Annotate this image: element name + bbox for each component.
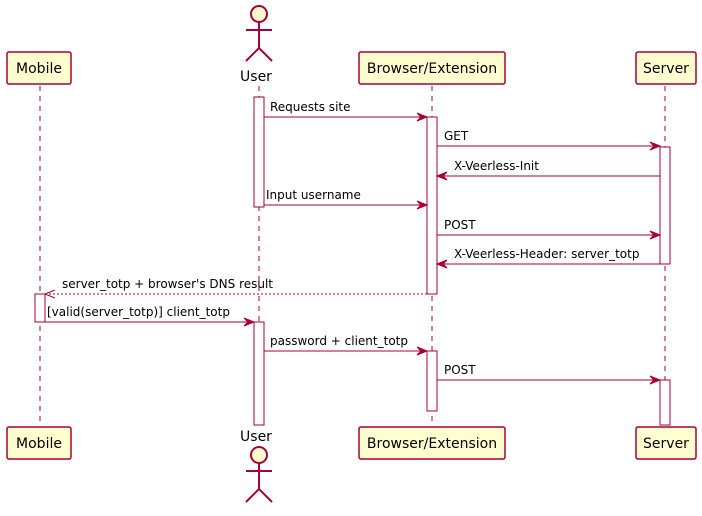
- message-label: server_totp + browser's DNS result: [62, 277, 273, 291]
- activation-server-1: [659, 146, 671, 265]
- message-requests-site: Requests site: [264, 100, 429, 122]
- participant-server-bottom: Server: [635, 426, 697, 460]
- arrowhead: [649, 230, 662, 240]
- participant-mobile-bottom: Mobile: [6, 426, 72, 460]
- participant-browser-bottom: Browser/Extension: [358, 426, 506, 460]
- messages: Requests site GET X-Veerless-Init Input …: [43, 100, 662, 385]
- participant-box: [635, 426, 697, 460]
- message-post-1: POST: [437, 218, 662, 240]
- activation-user-1: [253, 96, 265, 208]
- participant-label: Mobile: [16, 436, 62, 452]
- message-valid-client-totp: [valid(server_totp)] client_totp: [45, 305, 256, 327]
- arrowhead: [416, 112, 429, 122]
- participant-box: [358, 51, 506, 85]
- participant-label: Server: [643, 436, 689, 452]
- activation-browser-1: [426, 116, 438, 295]
- activation-mobile-1: [34, 293, 46, 323]
- message-label: Requests site: [270, 100, 350, 114]
- message-x-veerless-init: X-Veerless-Init: [435, 159, 660, 181]
- participant-box: [635, 51, 697, 85]
- actor-icon: [245, 5, 273, 62]
- participant-server: Server: [635, 51, 697, 85]
- actor-head: [250, 5, 268, 23]
- participant-label: Browser/Extension: [367, 61, 497, 77]
- arrowhead: [416, 200, 429, 210]
- message-label: [valid(server_totp)] client_totp: [47, 305, 230, 319]
- activation-server-2: [659, 379, 671, 426]
- arrowhead: [435, 259, 448, 269]
- arrowhead: [435, 171, 448, 181]
- participant-user-bottom: User: [240, 429, 273, 503]
- participants-bottom: Mobile User Browser/Extension Server: [6, 426, 697, 503]
- arrowhead: [243, 317, 256, 327]
- participant-label: Server: [643, 61, 689, 77]
- message-get: GET: [437, 129, 662, 151]
- arrowhead: [649, 141, 662, 151]
- arrowhead: [43, 289, 56, 299]
- message-input-username: Input username: [264, 188, 429, 210]
- participant-mobile: Mobile: [6, 51, 72, 85]
- participant-label: User: [240, 429, 272, 445]
- message-label: POST: [444, 363, 476, 377]
- participant-box: [6, 51, 72, 85]
- message-x-veerless-header: X-Veerless-Header: server_totp: [435, 247, 660, 269]
- actor-legs: [245, 487, 273, 503]
- activations: [34, 96, 671, 426]
- actor-icon: [245, 446, 273, 503]
- message-post-2: POST: [437, 363, 662, 385]
- arrowhead: [416, 346, 429, 356]
- actor-head: [250, 446, 268, 464]
- message-label: X-Veerless-Header: server_totp: [454, 247, 639, 261]
- activation-user-2: [253, 321, 265, 426]
- participant-user: User: [240, 5, 273, 85]
- message-label: POST: [444, 218, 476, 232]
- participant-label: Mobile: [16, 61, 62, 77]
- activation-browser-2: [426, 350, 438, 412]
- participant-label: User: [240, 69, 272, 85]
- message-label: Input username: [266, 188, 361, 202]
- participant-label: Browser/Extension: [367, 436, 497, 452]
- participant-box: [6, 426, 72, 460]
- message-password-client-totp: password + client_totp: [264, 334, 429, 356]
- participants-top: Mobile User Browser/Extension Server: [6, 5, 697, 85]
- participant-browser: Browser/Extension: [358, 51, 506, 85]
- message-server-totp-dns: server_totp + browser's DNS result: [43, 277, 427, 299]
- message-label: X-Veerless-Init: [454, 159, 539, 173]
- actor-legs: [245, 46, 273, 62]
- message-label: password + client_totp: [270, 334, 408, 348]
- participant-box: [358, 426, 506, 460]
- arrowhead: [649, 375, 662, 385]
- message-label: GET: [444, 129, 469, 143]
